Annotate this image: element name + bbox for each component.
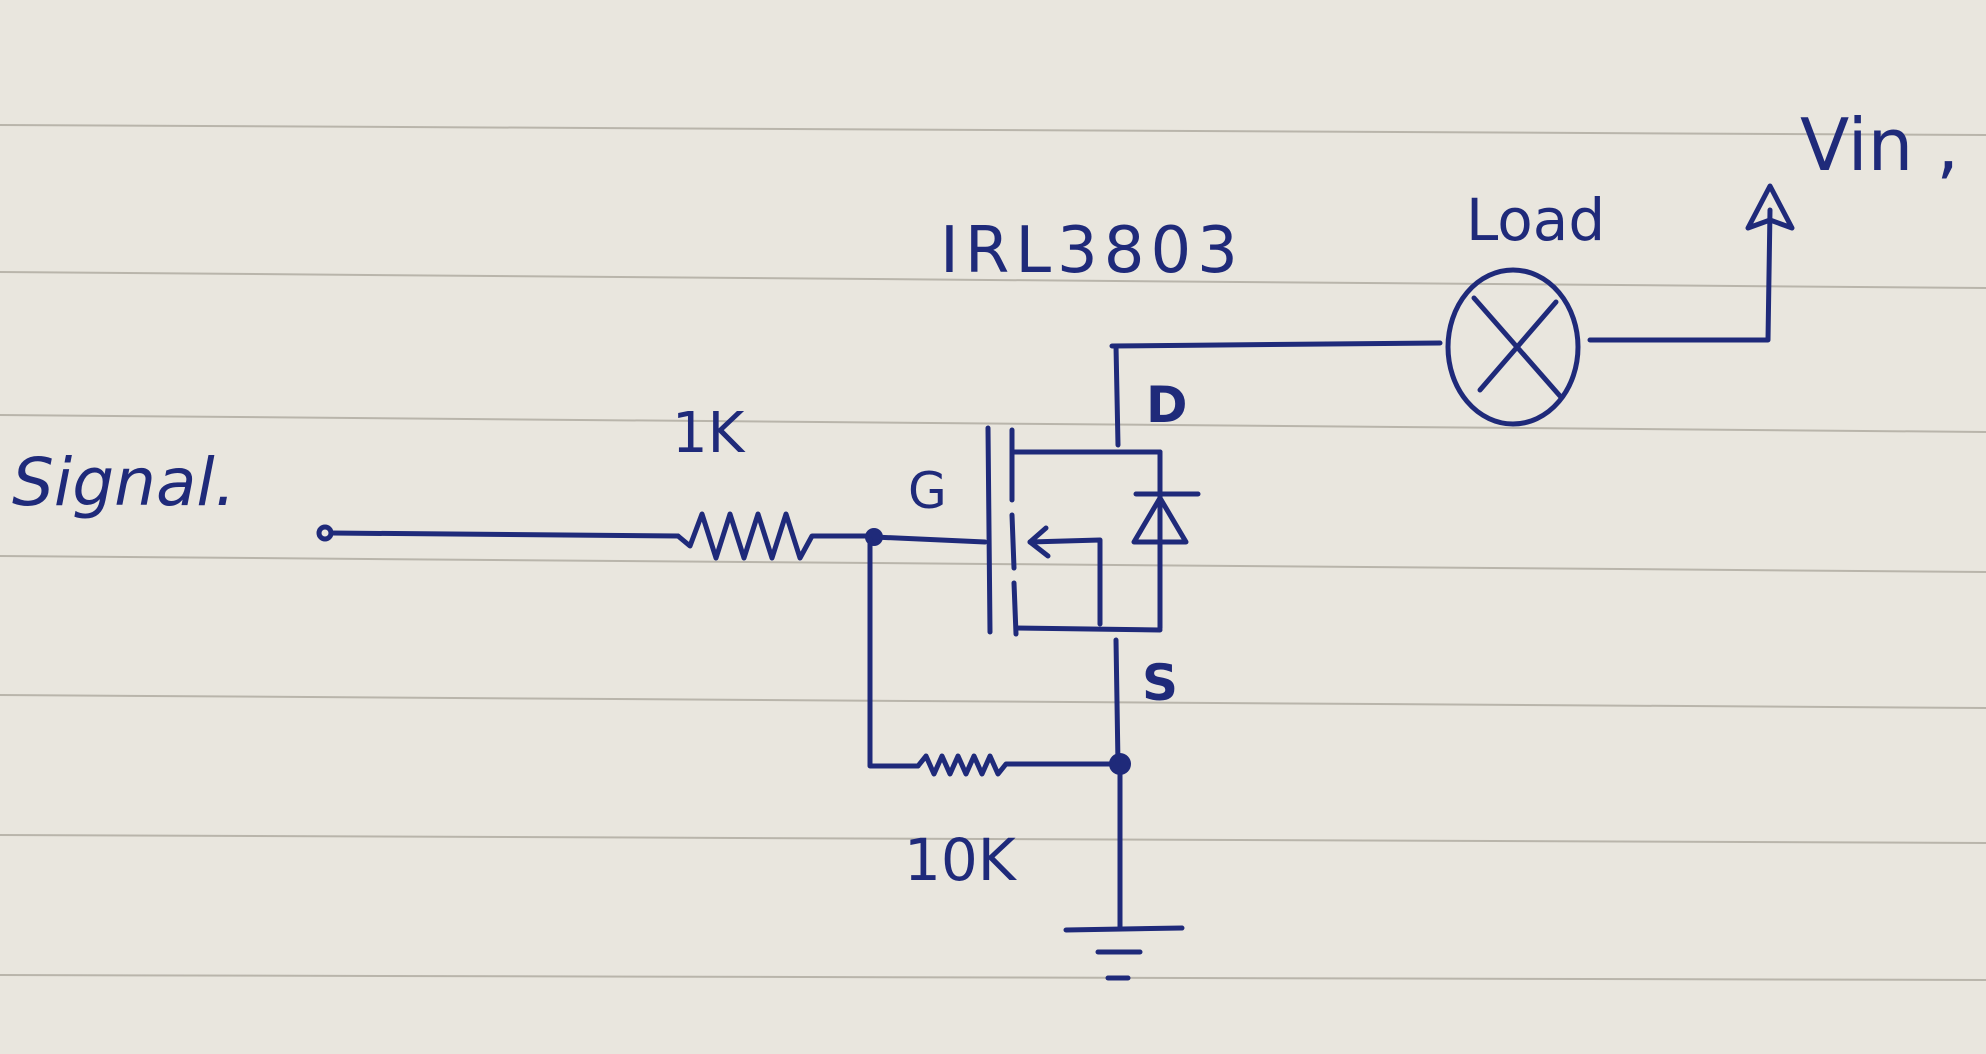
mosfet-symbol: [985, 343, 1201, 767]
vin-label: Vin ,: [1800, 103, 1959, 187]
mosfet-part-label: IRL3803: [940, 214, 1244, 288]
body-diode-triangle: [1131, 495, 1189, 545]
drain-wire: [1109, 340, 1443, 349]
source-label: S: [1142, 654, 1178, 712]
ruled-lines: [0, 124, 1986, 981]
ground-symbol: [1063, 767, 1185, 981]
resistor-1k-label: 1K: [672, 401, 746, 466]
signal-label: Signal.: [12, 444, 236, 521]
signal-wire: [328, 530, 681, 539]
vin-wire: [1587, 207, 1773, 343]
mosfet-gate-plate: [985, 425, 993, 635]
resistor-1k: [675, 511, 883, 561]
drain-lead-up: [1113, 343, 1121, 448]
signal-input: [316, 524, 681, 542]
pulldown-wire: [867, 537, 921, 769]
gate-wire: [871, 534, 988, 545]
resistor-10k: [915, 753, 1123, 777]
mosfet-channel-bot: [1011, 580, 1019, 637]
mosfet-source-lead: [1013, 625, 1163, 633]
drain-label: D: [1146, 376, 1188, 434]
mosfet-body-lead: [1027, 537, 1103, 627]
vin-arrow: [1745, 183, 1795, 231]
mosfet-body-arrow: [1027, 525, 1051, 559]
gate-label: G: [908, 462, 947, 520]
mosfet-channel-mid: [1009, 512, 1017, 571]
source-lead-down: [1113, 637, 1121, 767]
load-label: Load: [1466, 186, 1605, 254]
load-lamp: [1445, 267, 1581, 427]
resistor-10k-label: 10K: [904, 826, 1018, 894]
